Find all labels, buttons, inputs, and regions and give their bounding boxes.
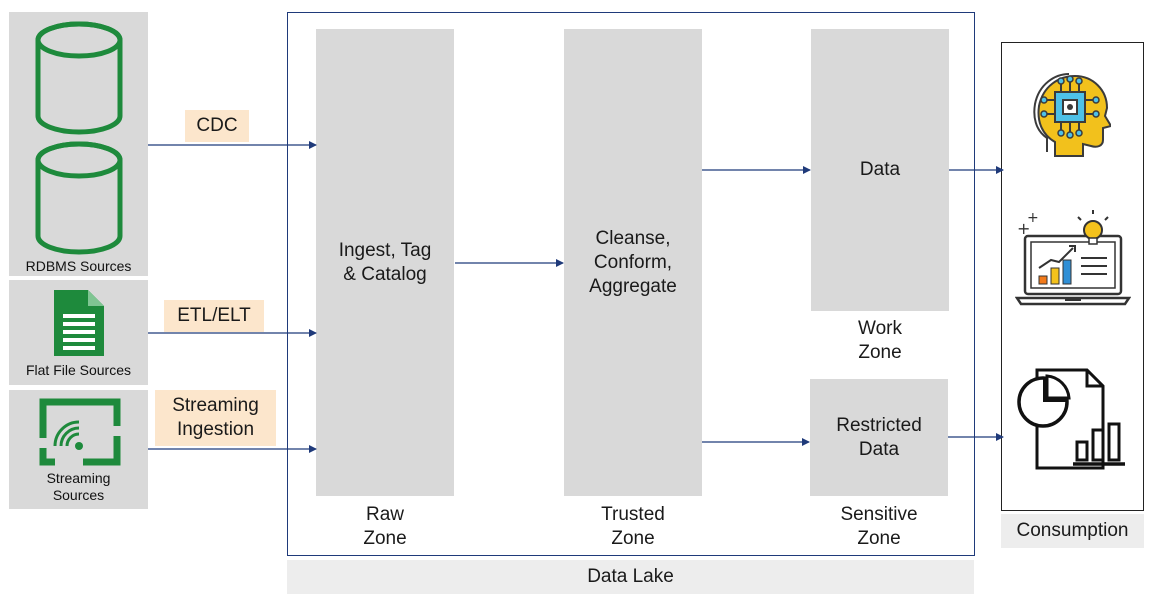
flat-file-sources-label: Flat File Sources	[25, 362, 132, 378]
rdbms-sources-panel: RDBMS Sources	[9, 12, 148, 276]
rdbms-sources-label: RDBMS Sources	[25, 258, 132, 274]
streaming-sources-panel: Streaming Sources	[9, 390, 148, 509]
analytics-laptop-icon: + +	[1015, 210, 1131, 306]
streaming-sources-label: Streaming Sources	[46, 470, 111, 503]
data-lake-boundary	[287, 12, 975, 556]
raw-zone-box: Ingest, Tag & Catalog	[316, 29, 454, 496]
streaming-cast-icon	[39, 398, 121, 466]
document-icon	[54, 290, 104, 356]
sensitive-zone-box: Restricted Data	[810, 379, 948, 496]
consumption-panel	[1001, 42, 1144, 511]
report-document-icon	[1017, 368, 1125, 470]
database-icon	[35, 141, 123, 255]
trusted-zone-label: Trusted Zone	[601, 504, 665, 549]
trusted-zone-box: Cleanse, Conform, Aggregate	[564, 29, 702, 496]
sensitive-zone-label: Sensitive Zone	[840, 504, 918, 549]
work-zone-label: Work Zone	[858, 318, 902, 363]
svg-text:+: +	[1027, 210, 1039, 226]
work-zone-box: Data	[811, 29, 949, 311]
data-lake-caption: Data Lake	[287, 560, 974, 594]
cdc-tag: CDC	[185, 110, 249, 142]
ai-head-icon	[1033, 73, 1111, 157]
raw-zone-label: Raw Zone	[363, 504, 407, 549]
svg-text:+: +	[1017, 219, 1030, 238]
flat-file-sources-panel: Flat File Sources	[9, 280, 148, 385]
database-icon	[35, 21, 123, 135]
streaming-ingestion-tag: Streaming Ingestion	[155, 390, 276, 446]
etl-elt-tag: ETL/ELT	[164, 300, 264, 332]
consumption-caption: Consumption	[1001, 514, 1144, 548]
